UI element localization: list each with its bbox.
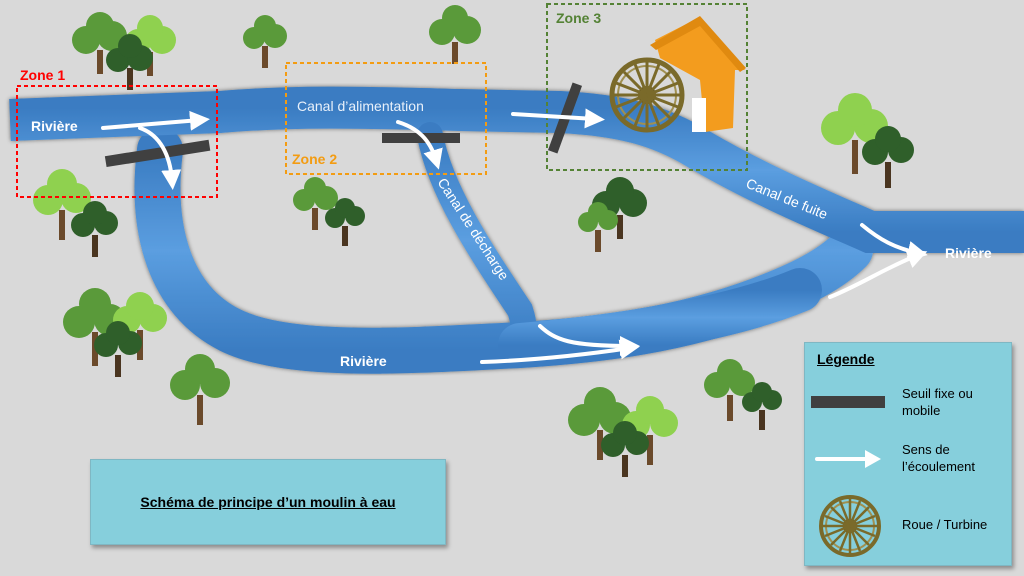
flow-arrow-icon bbox=[538, 324, 640, 356]
flow-arrow-icon bbox=[396, 120, 443, 170]
legend: Légende Seuil fixe ou mobile Sens de l’é… bbox=[804, 342, 1012, 566]
trees bbox=[33, 5, 914, 477]
tree-icon bbox=[821, 93, 888, 174]
tree-icon bbox=[578, 202, 618, 252]
waterwheel-icon bbox=[819, 495, 881, 557]
label-river-bottom: Rivière bbox=[340, 353, 387, 369]
tree-icon bbox=[170, 354, 230, 425]
tree-icon bbox=[71, 201, 118, 257]
zone-2-box bbox=[285, 62, 487, 175]
tree-icon bbox=[325, 198, 365, 246]
tree-icon bbox=[601, 421, 649, 477]
flow-arrow-icon bbox=[101, 110, 210, 131]
tree-icon bbox=[94, 321, 142, 377]
tree-icon bbox=[429, 5, 481, 64]
flow-arrows bbox=[101, 108, 928, 364]
flow-arrow-icon bbox=[815, 450, 881, 468]
zone-2-label: Zone 2 bbox=[292, 151, 338, 167]
weir-bar-icon bbox=[811, 396, 885, 408]
tree-icon bbox=[862, 126, 914, 188]
flow-arrow-icon bbox=[138, 126, 182, 190]
legend-item-flow: Sens de l’écoulement bbox=[902, 442, 975, 474]
mill-house-icon bbox=[650, 16, 746, 132]
label-canal-decharge: Canal de décharge bbox=[434, 175, 512, 283]
legend-title: Légende bbox=[817, 351, 875, 367]
tree-icon bbox=[704, 359, 755, 421]
weir-bar-icon bbox=[382, 133, 460, 143]
tree-icon bbox=[742, 382, 782, 430]
zone-1-label: Zone 1 bbox=[20, 67, 66, 83]
zone-1-box bbox=[16, 85, 218, 198]
tree-icon bbox=[106, 34, 153, 90]
flow-arrow-icon bbox=[828, 249, 928, 299]
tree-icon bbox=[72, 12, 127, 74]
legend-item-wheel: Roue / Turbine bbox=[902, 517, 988, 532]
weir-bar-icon bbox=[104, 139, 211, 168]
tree-icon bbox=[243, 15, 287, 68]
flow-arrow-icon bbox=[480, 339, 640, 364]
tree-icon bbox=[293, 177, 338, 230]
flow-arrow-icon bbox=[511, 108, 605, 129]
waterwheel-icon bbox=[609, 57, 685, 133]
label-canal-alimentation: Canal d’alimentation bbox=[297, 98, 424, 114]
label-river-out: Rivière bbox=[945, 245, 992, 261]
diagram-title: Schéma de principe d’un moulin à eau bbox=[140, 494, 396, 510]
zone-3-label: Zone 3 bbox=[556, 10, 602, 26]
zone-3-box bbox=[546, 3, 748, 171]
legend-item-weir: Seuil fixe ou mobile bbox=[902, 386, 973, 418]
tree-icon bbox=[568, 387, 631, 460]
river-lower bbox=[498, 268, 822, 367]
diagram-title-box: Schéma de principe d’un moulin à eau bbox=[90, 459, 446, 545]
label-river-in: Rivière bbox=[31, 118, 78, 134]
